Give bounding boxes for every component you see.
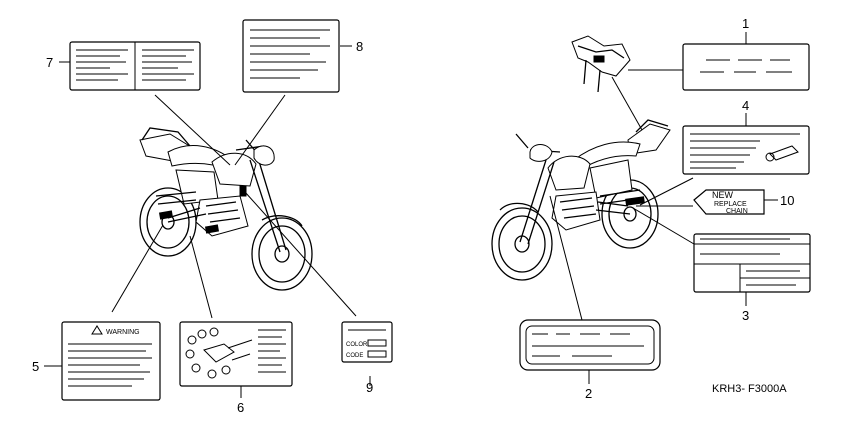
label-3-decal	[693, 233, 811, 293]
label-7-decal	[69, 41, 201, 91]
motorcycle-left	[139, 127, 313, 291]
label-4-decal	[682, 125, 810, 175]
color-text: COLOR	[346, 342, 368, 348]
label-9-color-code-decal: COLOR CODE	[341, 321, 393, 363]
wrench-icon	[227, 339, 253, 361]
warning-title: WARNING	[106, 329, 140, 336]
label-2-decal	[519, 319, 661, 371]
leader-lines	[44, 32, 778, 398]
label-6-decal	[179, 321, 293, 387]
label-1-decal	[682, 43, 810, 91]
callout-numbers: 1 2 3 4 5 6 7 8 9 10	[32, 16, 794, 415]
label-8-decal	[242, 19, 340, 93]
rear-carrier-part	[571, 35, 631, 93]
chain-chain-text: CHAIN	[726, 208, 748, 215]
callout-1: 1	[742, 16, 749, 31]
label-10-chain-decal: NEW REPLACE CHAIN	[693, 189, 765, 215]
callout-2: 2	[585, 386, 592, 401]
motorcycle-right	[491, 119, 671, 281]
callout-6: 6	[237, 400, 244, 415]
callout-7: 7	[46, 55, 53, 70]
callout-8: 8	[356, 39, 363, 54]
callout-10: 10	[780, 193, 794, 208]
code-text: CODE	[346, 353, 363, 359]
chain-new-text: NEW	[712, 190, 734, 200]
label-5-warning-decal: WARNING	[61, 321, 161, 401]
chain-replace-text: REPLACE	[714, 201, 747, 208]
warning-triangle-icon	[91, 325, 103, 335]
diagram-code: KRH3- F3000A	[712, 383, 787, 395]
callout-4: 4	[742, 98, 749, 113]
callout-3: 3	[742, 308, 749, 323]
callout-5: 5	[32, 359, 39, 374]
callout-9: 9	[366, 380, 373, 395]
